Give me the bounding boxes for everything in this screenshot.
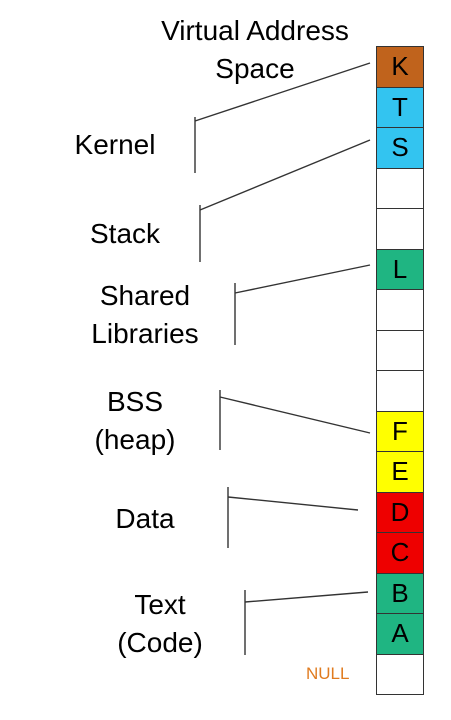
shared-connector [234, 264, 371, 294]
memory-cell-empty [376, 289, 424, 331]
kernel-connector [194, 62, 371, 122]
text-connector [244, 591, 369, 603]
memory-cell-d: D [376, 491, 424, 533]
memory-cell-l: L [376, 248, 424, 290]
text-line-1: Text [134, 589, 186, 620]
stack-label: Stack [89, 218, 161, 249]
memory-cell-empty [376, 329, 424, 371]
memory-cell-e: E [376, 451, 424, 493]
text-code-label: Text (Code) [100, 586, 220, 662]
data-connector [227, 496, 359, 511]
memory-cell-s: S [376, 127, 424, 169]
stack-connector [199, 139, 371, 211]
diagram-title: Virtual Address Space [120, 12, 390, 88]
data-label: Data [115, 503, 175, 534]
title-line-2: Space [215, 53, 295, 84]
bss-line-2: (heap) [94, 424, 176, 455]
shared-libraries-line-1: Shared [99, 280, 191, 311]
memory-cell-empty [376, 653, 424, 695]
bss-line-1: BSS [106, 386, 164, 417]
memory-cell-c: C [376, 532, 424, 574]
memory-cell-a: A [376, 613, 424, 655]
memory-cell-empty [376, 167, 424, 209]
null-label: NULL [306, 664, 350, 683]
memory-cell-empty [376, 208, 424, 250]
bss-heap-label: BSS (heap) [75, 383, 195, 459]
memory-cell-empty [376, 370, 424, 412]
memory-cell-k: K [376, 46, 424, 88]
memory-cell-f: F [376, 410, 424, 452]
text-line-2: (Code) [117, 627, 203, 658]
title-line-1: Virtual Address [161, 15, 349, 46]
bss-connector [219, 396, 371, 434]
memory-cell-b: B [376, 572, 424, 614]
memory-cell-t: T [376, 86, 424, 128]
kernel-label: Kernel [74, 129, 156, 160]
shared-libraries-line-2: Libraries [91, 318, 199, 349]
shared-libraries-label: Shared Libraries [70, 277, 220, 353]
